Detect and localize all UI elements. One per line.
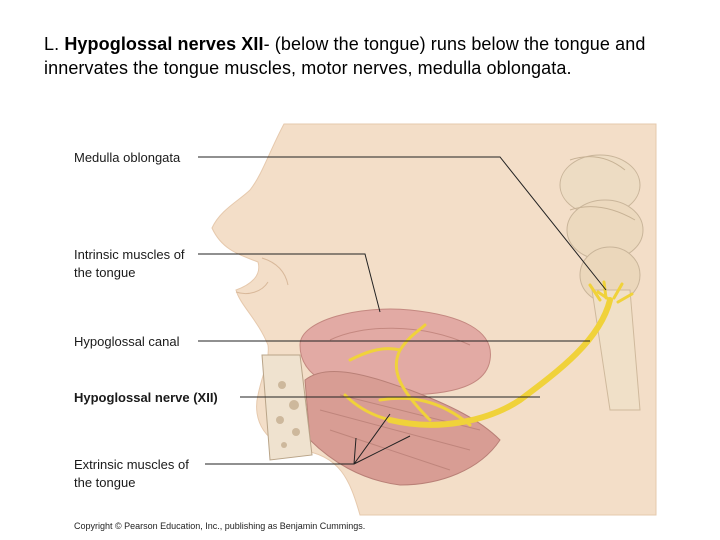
leader-medulla: [198, 156, 607, 291]
title-rest: - (below the tongue) runs below the tong…: [44, 34, 646, 78]
title-bold: Hypoglossal nerves XII: [64, 34, 264, 54]
title-prefix: L.: [44, 34, 65, 54]
label-medulla: Medulla oblongata: [74, 150, 181, 165]
leader-lines: [198, 156, 607, 465]
label-extrinsic-2: the tongue: [74, 475, 136, 490]
leader-intrinsic: [198, 253, 381, 313]
label-intrinsic-2: the tongue: [74, 265, 136, 280]
label-extrinsic-1: Extrinsic muscles of: [74, 457, 189, 472]
medulla-oblongata-shape: [559, 154, 644, 411]
copyright: Copyright © Pearson Education, Inc., pub…: [74, 521, 366, 531]
label-canal: Hypoglossal canal: [74, 334, 180, 349]
label-intrinsic-1: Intrinsic muscles of: [74, 247, 185, 262]
slide-title: L. Hypoglossal nerves XII- (below the to…: [44, 32, 704, 80]
jaw-bone-shape: [261, 354, 313, 461]
leader-extrinsic: [205, 413, 411, 465]
label-nerve: Hypoglossal nerve (XII): [74, 390, 218, 405]
hypoglossal-nerve-shape: [343, 280, 634, 428]
extrinsic-muscles-shape: [304, 371, 501, 486]
